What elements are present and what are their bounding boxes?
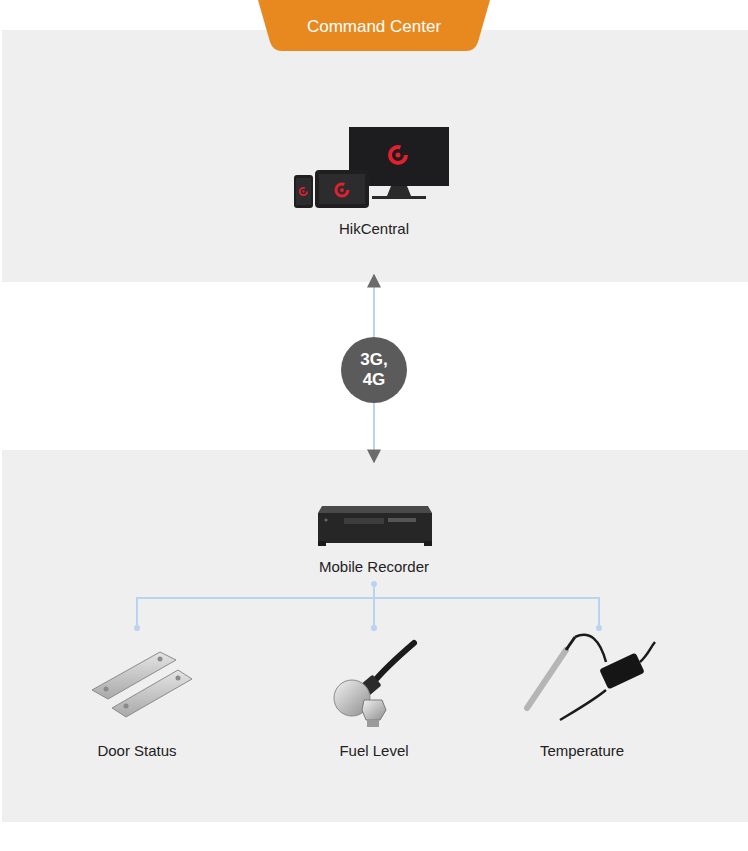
node-label: Fuel Level <box>288 741 460 761</box>
phone-screen <box>296 178 311 205</box>
connector-line <box>373 403 375 462</box>
sensor-cable <box>560 635 655 720</box>
connector-line <box>373 275 375 337</box>
sensor-thread <box>367 720 379 727</box>
monitor-stand <box>387 186 411 196</box>
command-center-panel: Command CenterHikCentral <box>0 30 748 282</box>
recorder-slot <box>388 518 416 522</box>
network-label: 3G, 4G <box>356 350 392 390</box>
tab-title: Command Center <box>0 17 748 37</box>
probe <box>527 650 566 708</box>
software-box: HikCentral <box>288 115 460 275</box>
app-logo <box>336 184 348 196</box>
sensor-fitting <box>362 700 386 720</box>
node-label: Mobile Recorder <box>288 557 460 577</box>
door-status-sensor <box>92 652 192 717</box>
sensor-box: Fuel Level <box>288 628 460 765</box>
connector-line <box>374 582 599 628</box>
screw-hole <box>124 704 129 709</box>
probe-cable <box>566 637 575 650</box>
screw-hole <box>104 687 109 692</box>
tablet-screen <box>319 174 365 204</box>
connector-line <box>137 582 374 628</box>
network-circle: 3G, 4G <box>341 337 407 403</box>
fuel-level-sensor <box>334 643 414 727</box>
tablet-body <box>315 170 369 208</box>
sensor-cable <box>372 643 414 684</box>
app-logo <box>390 147 406 163</box>
recorder-foot <box>318 541 326 546</box>
sensor-box: Temperature <box>496 628 668 765</box>
node-label: Temperature <box>496 741 668 761</box>
recorder-top <box>318 506 432 513</box>
node-label: Door Status <box>51 741 223 761</box>
mobile-recorder-device <box>318 506 432 546</box>
screw-hole <box>176 676 181 681</box>
magnet-bar <box>112 670 192 717</box>
recorder-front <box>318 513 432 543</box>
screw-hole <box>158 657 163 662</box>
recorder-panel <box>344 518 384 524</box>
command-center-band <box>2 30 748 282</box>
junction-dots <box>134 581 602 631</box>
hikcentral-devices <box>294 127 449 208</box>
node-label: HikCentral <box>288 219 460 239</box>
app-logo <box>300 188 307 195</box>
vehicle-band <box>2 450 748 822</box>
temperature-sensor <box>527 635 655 720</box>
sensor-box: Door Status <box>51 628 223 765</box>
recorder-led <box>325 519 328 522</box>
recorder-box: Mobile Recorder <box>288 462 460 582</box>
recorder-foot <box>424 541 432 546</box>
monitor-base <box>372 196 426 199</box>
adapter-box <box>599 653 645 690</box>
circle-fill <box>341 337 407 403</box>
phone-body <box>294 175 313 208</box>
